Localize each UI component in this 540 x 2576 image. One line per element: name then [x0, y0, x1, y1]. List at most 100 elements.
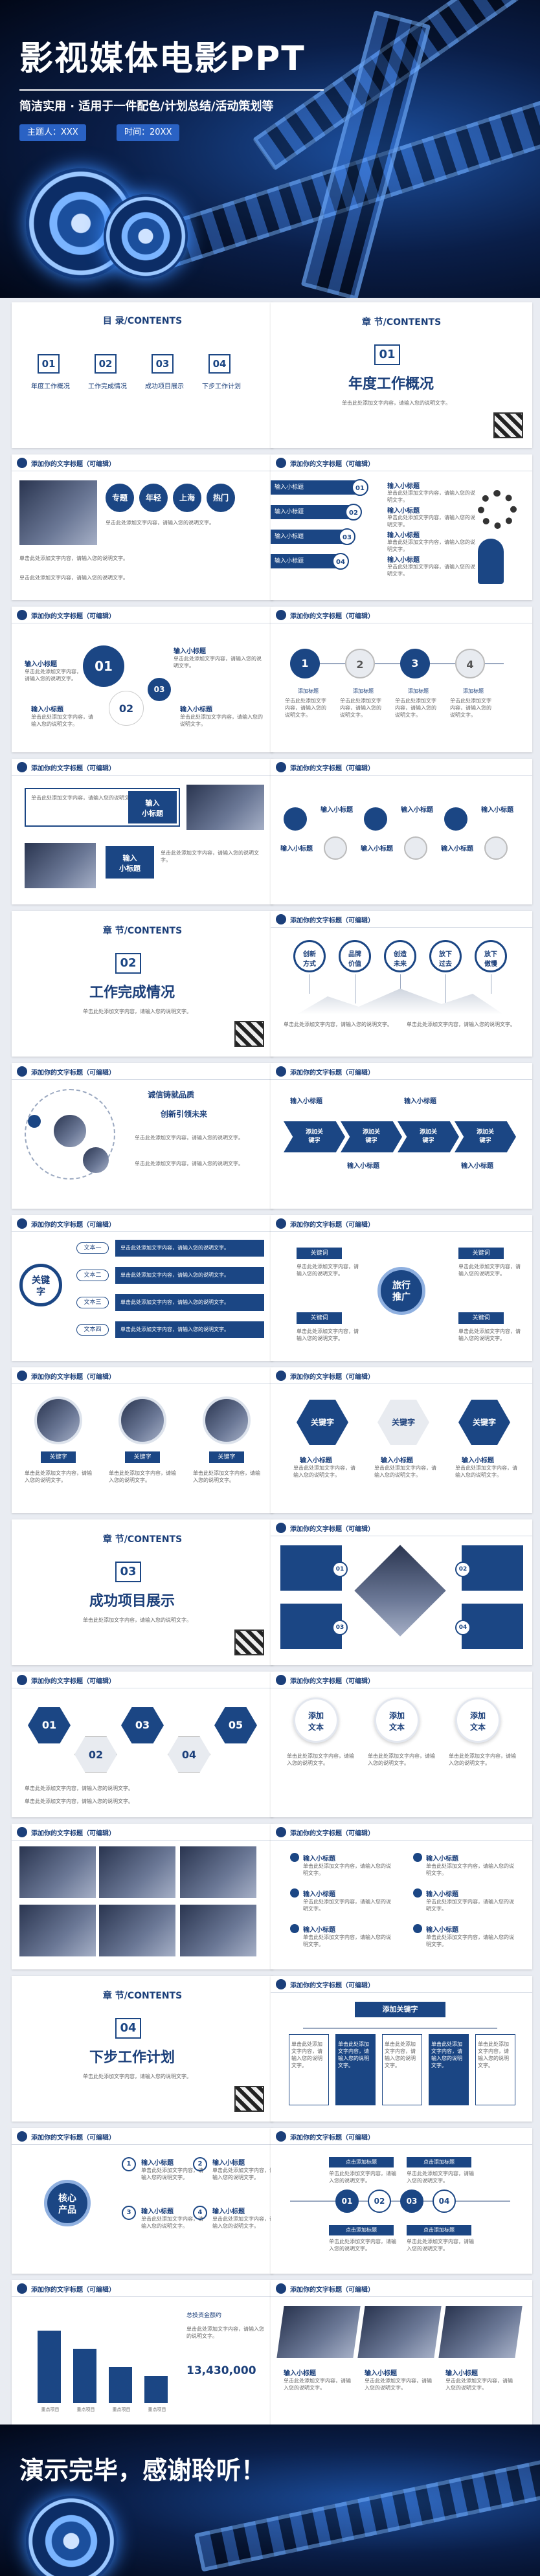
- keyword-tag: 关键字: [41, 1451, 76, 1463]
- toc-label[interactable]: 成功项目展示: [145, 383, 184, 390]
- title-slide: 影视媒体电影PPT 简洁实用 · 适用于一件配色/计划总结/活动策划等 主题人：…: [0, 0, 540, 298]
- step-circle: 2: [345, 649, 375, 678]
- keyword-pill: 文本四: [76, 1324, 109, 1336]
- arrow-step: 添加关 键字: [341, 1121, 402, 1152]
- text-circle: 创造 未来: [384, 940, 416, 972]
- toc-label[interactable]: 下步工作计划: [202, 383, 241, 390]
- subtitle-label: 输入小标题: [365, 2370, 397, 2377]
- keyword-pill: 文本三: [76, 1297, 109, 1308]
- slide-header: 添加你的文字标题（可编辑）: [271, 1367, 532, 1384]
- timeline-number: 02: [368, 2190, 391, 2213]
- keyword-pill: 文本一: [76, 1242, 109, 1254]
- text-block: [462, 1604, 523, 1649]
- subtitle-label: 输入小标题: [381, 1457, 413, 1464]
- step-title: 添加标题: [353, 688, 374, 694]
- photo-diamond: [354, 1545, 446, 1637]
- column-text: 单击此处添加文字内容，请输入您的说明文字。: [291, 2041, 322, 2068]
- keyword-tag: 关键字: [125, 1451, 160, 1463]
- body-text: 单击此处添加文字内容，请输入您的说明文字。: [25, 669, 82, 682]
- slide-header: 添加你的文字标题（可编辑）: [271, 2280, 532, 2297]
- subtitle-label: 输入小标题: [461, 1163, 493, 1170]
- bar: [144, 2376, 168, 2403]
- photo: [99, 1905, 175, 1956]
- subtitle-label: 输入小标题: [387, 532, 420, 539]
- chapter-number-box: 04: [115, 2018, 141, 2039]
- slide-header-title: 添加你的文字标题（可编辑）: [290, 2134, 374, 2142]
- bar: [73, 2349, 96, 2403]
- timeline-number: 01: [335, 2190, 359, 2213]
- slide-header: 添加你的文字标题（可编辑）: [12, 1672, 273, 1688]
- slide-hex-arrows: 添加你的文字标题（可编辑）添加关 键字输入小标题添加关 键字输入小标题添加关 键…: [271, 1063, 532, 1209]
- photo: [19, 1905, 96, 1956]
- hub-label: 关键词: [297, 1248, 342, 1259]
- slide-header: 添加你的文字标题（可编辑）: [271, 1215, 532, 1232]
- toc-label[interactable]: 工作完成情况: [88, 383, 127, 390]
- end-title: 演示完毕，感谢聆听！: [19, 2456, 266, 2485]
- number-circle: 02: [345, 504, 362, 521]
- photo-circle: [203, 1396, 251, 1444]
- slide-header-title: 添加你的文字标题（可编辑）: [31, 461, 115, 468]
- column-text: 单击此处添加文字内容，请输入您的说明文字。: [385, 2041, 416, 2068]
- slide-header: 添加你的文字标题（可编辑）: [271, 454, 532, 471]
- slide-header: 添加你的文字标题（可编辑）: [271, 1519, 532, 1536]
- body-text: 单击此处添加文字内容，请输入您的说明文字。: [19, 575, 128, 581]
- slide-three-photos: 添加你的文字标题（可编辑）关键字单击此处添加文字内容，请输入您的说明文字。关键字…: [12, 1367, 273, 1513]
- body-text: 单击此处添加文字内容，请输入您的说明文字。: [109, 1470, 176, 1483]
- hub-label: 关键词: [297, 1312, 342, 1324]
- body-text: 单击此处添加文字内容，请输入您的说明文字。: [329, 2239, 396, 2252]
- body-text: 单击此处添加文字内容，请输入您的说明文字。: [407, 2171, 474, 2184]
- hex-number: 03: [121, 1707, 164, 1743]
- hero-title: 影视媒体电影PPT: [19, 39, 306, 78]
- hex-item: 关键字: [458, 1400, 510, 1445]
- title-tag: 点击添加标题: [407, 2157, 471, 2167]
- title-tag: 点击添加标题: [329, 2157, 394, 2167]
- column-card: [335, 2034, 376, 2105]
- column-text: 单击此处添加文字内容，请输入您的说明文字。: [478, 2041, 509, 2068]
- slide-header-title: 添加你的文字标题（可编辑）: [31, 1830, 115, 1837]
- slide-header: 添加你的文字标题（可编辑）: [271, 1063, 532, 1080]
- toc-label[interactable]: 年度工作概况: [31, 383, 70, 390]
- body-text: 单击此处添加文字内容，请输入您的说明文字。: [83, 1009, 192, 1014]
- gear-icon: [478, 490, 517, 529]
- slide-header-title: 添加你的文字标题（可编辑）: [31, 613, 115, 620]
- subtitle-label: 输入小标题: [284, 2370, 316, 2377]
- body-text: 单击此处添加文字内容，请输入您的说明文字。: [374, 1465, 436, 1478]
- photo-circle: [118, 1396, 166, 1444]
- end-slide: 演示完毕，感谢聆听！: [0, 2425, 540, 2576]
- text-circle: 放下 过去: [429, 940, 462, 972]
- slide-header: 添加你的文字标题（可编辑）: [12, 1824, 273, 1841]
- circle-02: 02: [109, 691, 144, 726]
- body-text: 单击此处添加文字内容，请输入您的说明文字。: [455, 1465, 517, 1478]
- number-circle: 03: [339, 528, 355, 545]
- slide-hub-diagram: 添加你的文字标题（可编辑）旅行 推广关键词单击此处添加文字内容，请输入您的说明文…: [271, 1215, 532, 1361]
- stat-value: 13,430,000: [186, 2364, 256, 2377]
- stat-label: 总投资金额约: [186, 2313, 222, 2319]
- body-text: 单击此处添加文字内容，请输入您的说明文字。: [387, 515, 475, 528]
- slide-header-title: 添加你的文字标题（可编辑）: [290, 1830, 374, 1837]
- number-bar: 输入小标题: [271, 554, 342, 568]
- chapter-heading: 章 节/CONTENTS: [361, 317, 442, 328]
- slide-photo-grid: 添加你的文字标题（可编辑）: [12, 1824, 273, 1969]
- photo: [180, 1846, 256, 1898]
- subtitle-label: 输入小标题: [212, 2208, 245, 2215]
- column-card: [289, 2034, 329, 2105]
- body-text: 单击此处添加文字内容，请输入您的说明文字。: [141, 2216, 203, 2229]
- slide-header-badge-icon: [17, 1827, 27, 1837]
- body-text: 单击此处添加文字内容，请输入您的说明文字。: [340, 698, 381, 718]
- slide-skewed-photos: 添加你的文字标题（可编辑）输入小标题单击此处添加文字内容，请输入您的说明文字。输…: [271, 2280, 532, 2426]
- pin-icon: [290, 1924, 299, 1933]
- subtitle-label: 输入小标题: [25, 661, 57, 668]
- slide-header-badge-icon: [17, 1371, 27, 1381]
- step-title: 添加标题: [463, 688, 484, 694]
- slide-header-title: 添加你的文字标题（可编辑）: [31, 1070, 115, 1077]
- number-bar: 输入小标题: [271, 505, 355, 519]
- body-text: 单击此处添加文字内容，请输入您的说明文字。: [31, 795, 140, 801]
- subtitle-label: 输入小标题: [321, 807, 353, 814]
- chapter-heading: 章 节/CONTENTS: [102, 1534, 183, 1545]
- header-tag: 添加关键字: [355, 2002, 445, 2017]
- slide-header-badge-icon: [17, 458, 27, 468]
